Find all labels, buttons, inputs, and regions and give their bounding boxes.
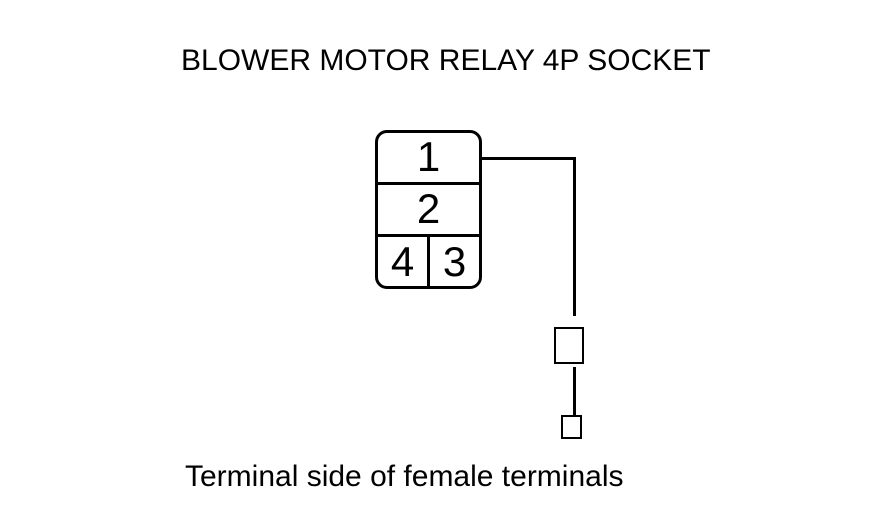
terminal-1-label: 1 xyxy=(416,132,441,180)
terminal-4-label: 4 xyxy=(390,237,415,285)
connector-symbol-small xyxy=(561,415,582,439)
wire-vertical-lower xyxy=(573,367,576,415)
wire-horizontal-from-terminal-1 xyxy=(481,157,576,160)
socket-column-divider xyxy=(427,234,430,286)
wire-vertical-upper xyxy=(573,157,576,316)
diagram-caption: Terminal side of female terminals xyxy=(185,460,624,493)
relay-socket-outline xyxy=(375,130,482,289)
socket-row-divider-1 xyxy=(378,182,479,185)
diagram-title: BLOWER MOTOR RELAY 4P SOCKET xyxy=(181,44,711,77)
terminal-2-label: 2 xyxy=(416,185,441,232)
connector-symbol-large xyxy=(554,327,584,364)
terminal-3-label: 3 xyxy=(442,237,467,285)
